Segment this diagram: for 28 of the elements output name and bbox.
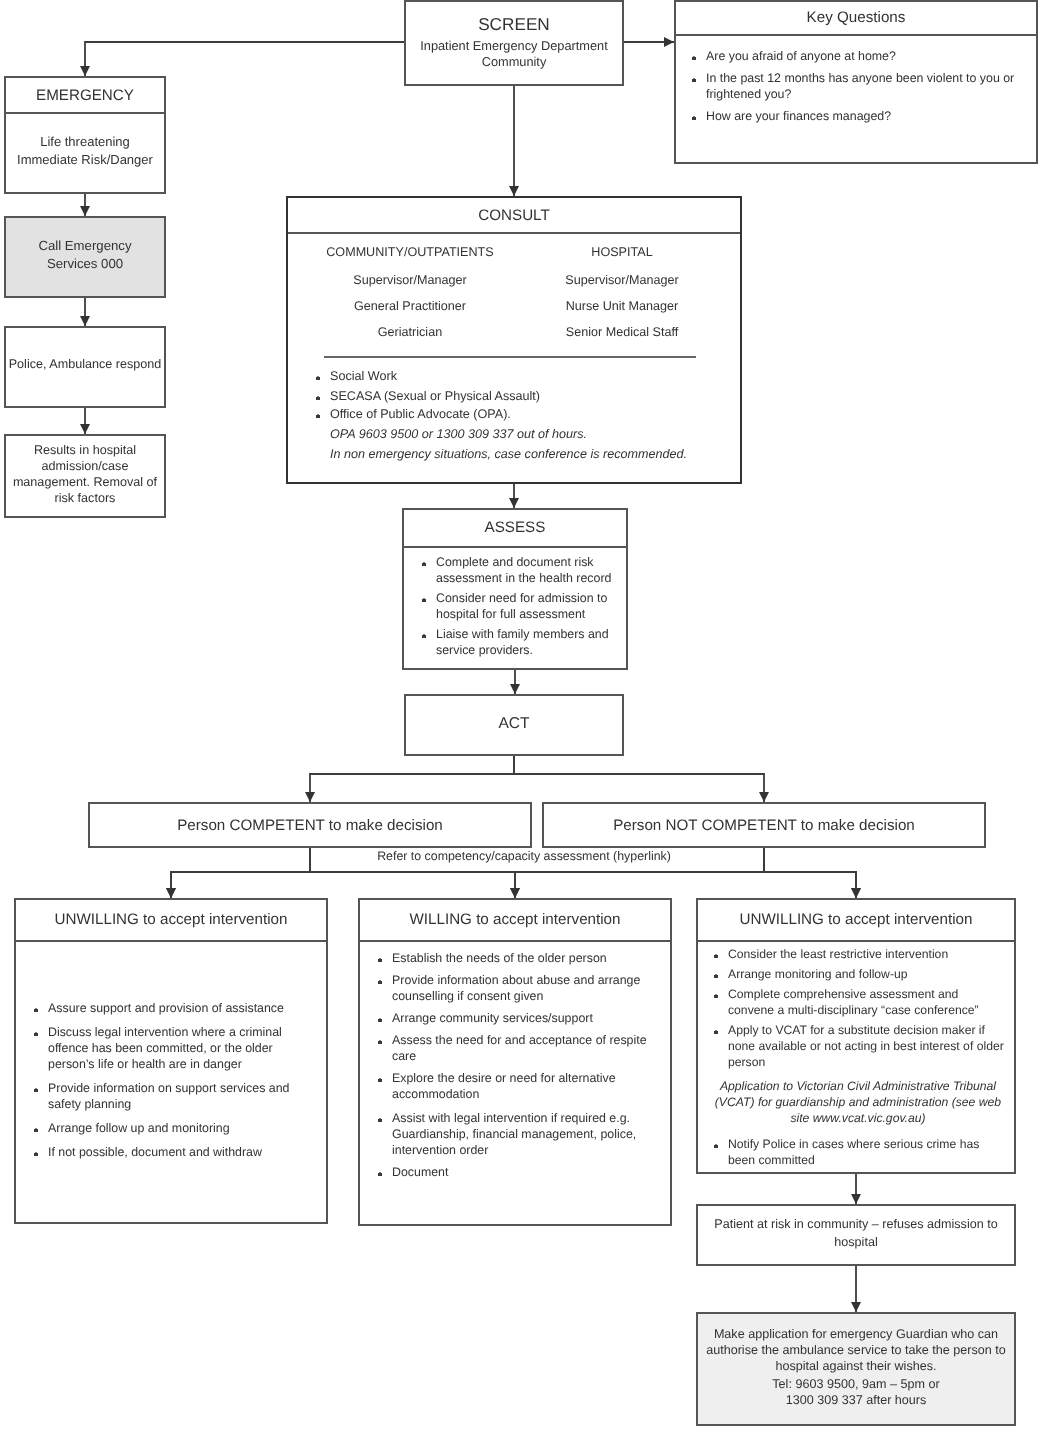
process-box bbox=[404, 0, 624, 86]
connector-arrow bbox=[623, 37, 675, 47]
connector-arrow bbox=[80, 297, 90, 327]
connector-arrow bbox=[80, 193, 90, 217]
process-box bbox=[402, 508, 628, 670]
process-box bbox=[14, 898, 328, 1224]
process-box bbox=[4, 216, 166, 298]
process-box bbox=[404, 694, 624, 756]
connector-arrow bbox=[510, 669, 520, 695]
connector-arrow bbox=[851, 1173, 861, 1205]
process-box bbox=[4, 76, 166, 194]
connector-arrow bbox=[509, 483, 519, 509]
process-box bbox=[286, 196, 742, 484]
connector-arrow bbox=[80, 41, 405, 77]
process-box bbox=[4, 326, 166, 408]
process-box bbox=[88, 802, 532, 848]
process-box bbox=[696, 1312, 1016, 1426]
question-panel bbox=[674, 0, 1038, 164]
connector-arrow bbox=[763, 847, 861, 899]
connector-arrow bbox=[80, 407, 90, 435]
process-box bbox=[358, 898, 672, 1226]
box-heading: SCREEN bbox=[478, 13, 550, 36]
process-box bbox=[542, 802, 986, 848]
connector-arrow bbox=[513, 755, 769, 803]
process-box bbox=[696, 1204, 1016, 1266]
process-box bbox=[696, 898, 1016, 1174]
connector-arrow bbox=[851, 1265, 861, 1313]
connector-arrow bbox=[509, 85, 519, 197]
